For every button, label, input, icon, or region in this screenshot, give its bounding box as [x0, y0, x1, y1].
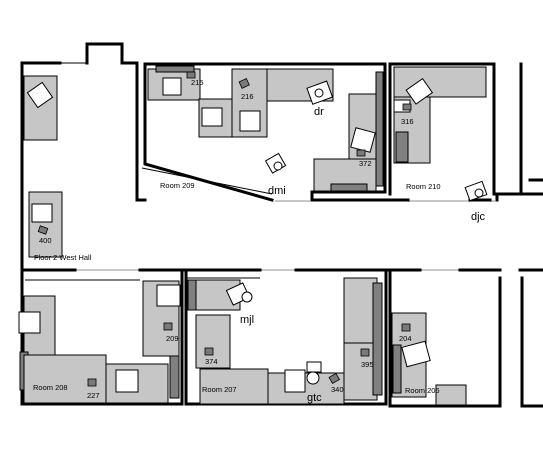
room-label-207: Room 207 [202, 385, 237, 394]
hall-label: Floor 2 West Hall [34, 253, 92, 262]
occupant-marker-djc[interactable]: djc [471, 211, 486, 223]
hall-furniture [23, 75, 63, 258]
occupant-marker-gtc[interactable]: gtc [307, 392, 322, 404]
cubicle-number-216: 216 [241, 92, 254, 101]
room207-furniture [187, 277, 383, 405]
cubicle-number-372: 372 [359, 159, 372, 168]
cubicle-number-340: 340 [331, 385, 344, 394]
cubicle-number-400: 400 [39, 236, 52, 245]
cubicle-number-215: 215 [191, 78, 204, 87]
room208-furniture [18, 280, 181, 404]
occupant-marker-dmi[interactable]: dmi [268, 185, 286, 197]
room-label-208: Room 208 [33, 383, 68, 392]
room209-furniture [147, 65, 384, 192]
cubicle-number-395: 395 [361, 360, 374, 369]
room206-furniture [391, 312, 467, 406]
room210-furniture [393, 66, 488, 202]
occupant-marker-mjl[interactable]: mjl [240, 314, 254, 326]
room-label-209-upper: Room 209 [160, 181, 195, 190]
corridor-openings [75, 200, 495, 271]
room-label-210: Room 210 [406, 182, 441, 191]
room-label-206: Room 206 [405, 386, 440, 395]
cubicle-number-374: 374 [205, 357, 218, 366]
cubicle-number-204: 204 [399, 334, 412, 343]
cubicle-number-227: 227 [87, 391, 100, 400]
cubicle-number-316: 316 [401, 117, 414, 126]
cubicle-number-209: 209 [166, 334, 179, 343]
occupant-marker-dr[interactable]: dr [314, 106, 324, 118]
